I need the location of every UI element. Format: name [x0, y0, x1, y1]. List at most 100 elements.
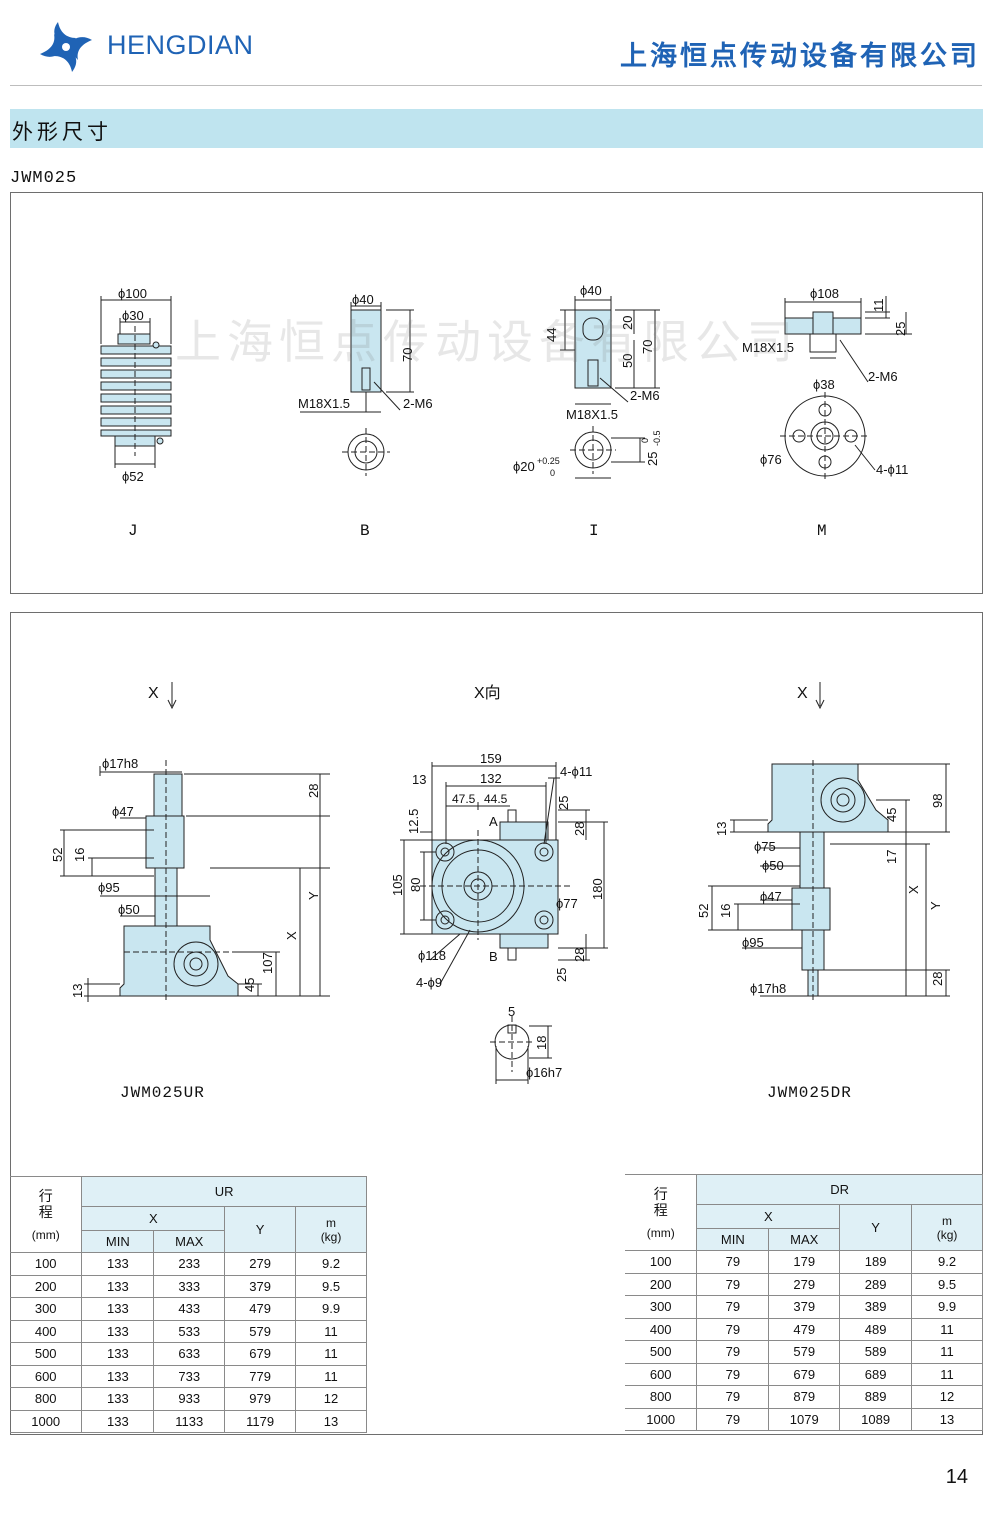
dim-label: 12.5: [406, 809, 421, 834]
dim-label: 70: [640, 340, 655, 354]
table-cell: 800: [625, 1385, 698, 1409]
table-cell: 13: [911, 1407, 983, 1431]
x-header: X: [696, 1204, 841, 1229]
dim-label: 50: [620, 354, 635, 368]
table-cell: 79: [696, 1407, 770, 1431]
table-cell: 79: [696, 1385, 770, 1409]
table-cell: 679: [768, 1362, 841, 1386]
table-cell: 133: [81, 1274, 155, 1298]
table-cell: 533: [153, 1319, 226, 1343]
dim-label: 47.5: [452, 792, 476, 806]
dim-label: 2-M6: [403, 396, 433, 411]
dim-label: ϕ16h7: [526, 1065, 562, 1080]
table-cell: 479: [224, 1297, 297, 1321]
dim-tolerance: 0: [550, 468, 555, 478]
dim-label: ϕ40: [352, 292, 374, 307]
dim-label: 18: [534, 1036, 549, 1050]
dim-label: 180: [590, 878, 605, 900]
dim-label: ϕ47: [112, 804, 134, 819]
table-cell: 9.5: [295, 1274, 367, 1298]
assembly-dimension-labels: X X向 X ϕ17h8 28 ϕ47 52 16 ϕ95 ϕ50 Y X 10…: [50, 684, 945, 1080]
dim-tolerance: 0: [640, 438, 650, 443]
dim-label: ϕ17h8: [750, 981, 786, 996]
table-cell: 279: [224, 1252, 297, 1276]
dim-label: 52: [50, 848, 65, 862]
table-cell: 13: [295, 1409, 367, 1433]
dim-label: 45: [884, 808, 899, 822]
dim-label: 25: [645, 452, 660, 466]
dim-label: M18X1.5: [742, 340, 794, 355]
dim-label: ϕ50: [118, 902, 140, 917]
table-cell: 500: [625, 1340, 698, 1364]
table-cell: 9.2: [295, 1252, 367, 1276]
ur-jack-part: [60, 682, 330, 1002]
dim-tolerance: +0.25: [537, 456, 560, 466]
min-header: MIN: [696, 1228, 770, 1251]
table-cell: 333: [153, 1274, 226, 1298]
dim-label: Y: [306, 891, 321, 900]
table-cell: 133: [81, 1364, 155, 1388]
table-cell: 500: [10, 1342, 83, 1366]
dim-label: X: [284, 931, 299, 940]
dim-label: 159: [480, 751, 502, 766]
dim-label: 44.5: [484, 792, 508, 806]
dim-label: 70: [400, 348, 415, 362]
page-header: HENGDIAN 上海恒点传动设备有限公司: [0, 0, 990, 86]
table-cell: 133: [81, 1297, 155, 1321]
i-fitting-part: [560, 296, 660, 479]
mass-header: m (kg): [911, 1204, 983, 1251]
dim-label: 17: [884, 850, 899, 864]
dim-label: ϕ77: [556, 896, 578, 911]
caption-dr: JWM025DR: [767, 1084, 852, 1102]
dim-label: ϕ50: [762, 858, 784, 873]
dim-label: 132: [480, 771, 502, 786]
dim-label: 28: [306, 784, 321, 798]
table-cell: 600: [10, 1364, 83, 1388]
top-dimension-labels: ϕ100 ϕ30 ϕ52 ϕ40 70 M18X1.5 2-M6 ϕ40 44 …: [118, 283, 908, 484]
min-header: MIN: [81, 1230, 155, 1253]
page-number: 14: [945, 1466, 968, 1488]
watermark-text: 上海恒点传动设备有限公司: [175, 315, 799, 369]
table-cell: 933: [153, 1387, 226, 1411]
table-cell: 11: [295, 1319, 367, 1343]
table-cell: 600: [625, 1362, 698, 1386]
table-cell: 133: [81, 1319, 155, 1343]
table-cell: 189: [839, 1250, 913, 1274]
dim-label: ϕ30: [122, 308, 144, 323]
table-cell: 733: [153, 1364, 226, 1388]
dim-label: ϕ100: [118, 286, 147, 301]
table-cell: 200: [625, 1272, 698, 1296]
section-bar: [10, 109, 983, 148]
dim-label: 16: [718, 904, 733, 918]
dim-label: M18X1.5: [298, 396, 350, 411]
table-cell: 11: [295, 1342, 367, 1366]
table-cell: 889: [839, 1385, 913, 1409]
caption-m: M: [817, 522, 828, 540]
dim-label: 107: [260, 952, 275, 974]
hengdian-logo-icon: [40, 22, 92, 72]
table-cell: 79: [696, 1272, 770, 1296]
dim-label: 13: [70, 984, 85, 998]
m-flange-part: [780, 296, 912, 480]
dim-label: ϕ52: [122, 469, 144, 484]
table-cell: 279: [768, 1272, 841, 1296]
table-cell: 9.2: [911, 1250, 983, 1274]
table-cell: 79: [696, 1340, 770, 1364]
dim-label: 25: [893, 322, 908, 336]
caption-b: B: [360, 522, 371, 540]
group-header: UR: [81, 1176, 367, 1207]
table-cell: 1179: [224, 1409, 297, 1433]
table-cell: 12: [295, 1387, 367, 1411]
table-cell: 133: [81, 1342, 155, 1366]
mass-header: m (kg): [295, 1206, 367, 1253]
